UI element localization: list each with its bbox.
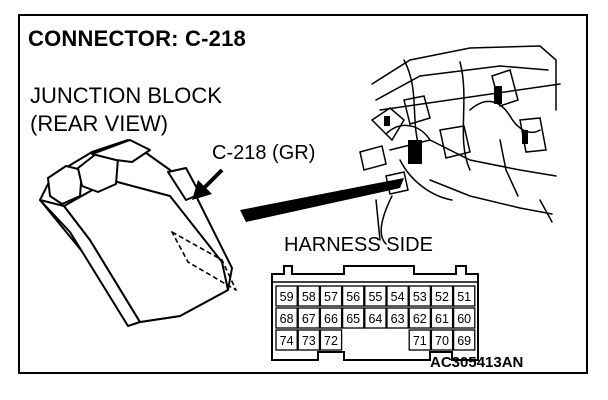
connector-pin-cell [297, 329, 321, 351]
connector-pin-cell [364, 285, 387, 307]
connector-pin-number: 69 [457, 334, 471, 348]
connector-pin-cell [430, 285, 454, 307]
connector-pin-cell [275, 307, 298, 329]
connector-pin-cell [341, 285, 365, 307]
connector-pin-cell [341, 307, 365, 329]
location-pointer-wedge [240, 178, 404, 222]
connector-pin-number: 56 [346, 290, 360, 304]
connector-pin-number: 62 [413, 312, 427, 326]
connector-pin-number: 71 [413, 334, 427, 348]
connector-pin-number: 59 [280, 290, 294, 304]
connector-pin-cell [319, 329, 343, 351]
connector-pin-cell [386, 307, 409, 329]
connector-pin-cell [275, 329, 298, 351]
connector-pin-grid: 59 58 57 56 55 54 53 52 51 68 67 66 65 64 63 62 61 60 74 73… [275, 285, 476, 351]
connector-pin-cell [386, 285, 409, 307]
connector-housing [271, 265, 479, 361]
dashboard-harness-illustration [359, 45, 561, 245]
connector-pin-cell [452, 329, 476, 351]
connector-pin-number: 60 [457, 312, 471, 326]
connector-pin-number: 63 [391, 312, 405, 326]
connector-pin-number: 67 [302, 312, 316, 326]
connector-pin-cell [364, 307, 387, 329]
connector-callout-label: C-218 (GR) [212, 142, 316, 164]
harness-side-label: HARNESS SIDE [284, 234, 433, 256]
connector-pin-number: 51 [457, 290, 471, 304]
connector-pin-number: 72 [324, 334, 338, 348]
connector-pin-number: 74 [280, 334, 294, 348]
connector-pin-number: 54 [391, 290, 405, 304]
connector-pin-cell [319, 285, 343, 307]
junction-block-line1: JUNCTION BLOCK [30, 83, 222, 108]
connector-pin-cell [430, 307, 454, 329]
junction-block-label: JUNCTION BLOCK (REAR VIEW) [30, 82, 222, 138]
connector-pin-cell [297, 285, 321, 307]
connector-title: CONNECTOR: C-218 [28, 26, 246, 51]
connector-pin-number: 61 [435, 312, 449, 326]
callout-arrow [192, 168, 224, 200]
junction-block-illustration [39, 139, 237, 327]
connector-pin-number: 64 [368, 312, 382, 326]
connector-pin-number: 70 [435, 334, 449, 348]
connector-pin-number: 65 [346, 312, 360, 326]
connector-pin-cell [452, 307, 476, 329]
figure-id: AC305413AN [430, 354, 524, 371]
connector-pin-number: 55 [368, 290, 382, 304]
connector-pin-cell [297, 307, 321, 329]
connector-pin-number: 68 [280, 312, 294, 326]
connector-pin-number: 52 [435, 290, 449, 304]
connector-pin-number: 57 [324, 290, 338, 304]
connector-pin-number: 66 [324, 312, 338, 326]
connector-pin-cell [408, 329, 432, 351]
connector-pin-number: 53 [413, 290, 427, 304]
connector-pin-cell [408, 285, 432, 307]
connector-pin-cell [430, 329, 454, 351]
diagram-frame [18, 14, 588, 374]
connector-pin-cell [452, 285, 476, 307]
connector-pin-cell [275, 285, 298, 307]
junction-block-line2: (REAR VIEW) [30, 111, 169, 136]
connector-pin-number: 58 [302, 290, 316, 304]
connector-pin-cell [408, 307, 432, 329]
connector-pin-cell [319, 307, 343, 329]
harness-detail-marks [384, 86, 528, 164]
connector-pin-number: 73 [302, 334, 316, 348]
